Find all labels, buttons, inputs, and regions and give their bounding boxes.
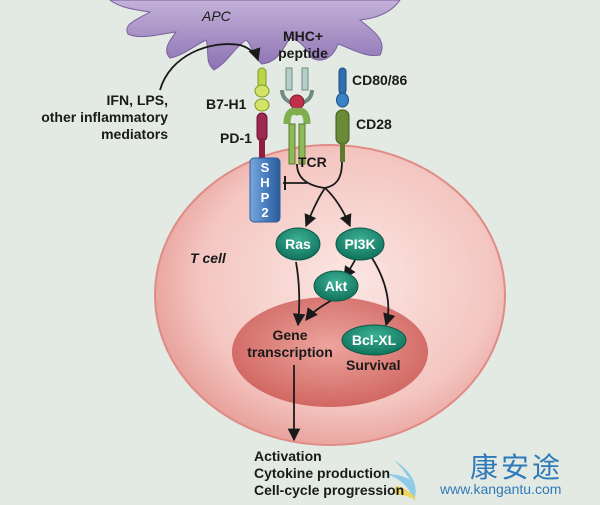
survival-label: Survival bbox=[346, 357, 401, 373]
inflammatory-line2: other inflammatory bbox=[41, 109, 168, 125]
bclxl-node bbox=[341, 324, 407, 356]
akt-node bbox=[313, 270, 359, 302]
apc-cell bbox=[109, 0, 401, 71]
mhc-label-line1: MHC+ bbox=[282, 28, 324, 44]
cd80-86 bbox=[336, 67, 349, 108]
gene-line1: Gene bbox=[272, 327, 308, 343]
gene-line2: transcription bbox=[247, 344, 333, 360]
tcr-signal-line bbox=[296, 163, 326, 189]
cd28-label: CD28 bbox=[356, 116, 392, 132]
watermark-logo-accent bbox=[392, 486, 416, 500]
cd80-86-label: CD80/86 bbox=[352, 72, 408, 88]
nucleus bbox=[232, 297, 428, 407]
watermark-cn: 康安途 bbox=[470, 451, 564, 484]
bclxl-label: Bcl-XL bbox=[351, 332, 397, 348]
mhc-label-line2: peptide bbox=[278, 45, 328, 61]
shp2-box bbox=[249, 157, 281, 223]
arrow-pi3k-to-bclxl bbox=[371, 257, 396, 327]
inflammatory-arrow bbox=[159, 43, 261, 91]
watermark-logo bbox=[386, 460, 416, 500]
arrow-to-ras bbox=[304, 187, 326, 228]
apc-label: APC bbox=[202, 8, 231, 24]
b7h1-label: B7-H1 bbox=[206, 96, 247, 112]
mhc-peptide bbox=[280, 67, 314, 110]
inflammatory-label: IFN, LPS, other inflammatory mediators bbox=[40, 92, 168, 143]
outcome-cytokine: Cytokine production bbox=[254, 465, 391, 481]
tcr-receptor bbox=[283, 107, 311, 165]
shp2-text: SHP 2 bbox=[260, 160, 270, 220]
tcr-label: TCR bbox=[298, 154, 327, 170]
pd1-label: PD-1 bbox=[220, 130, 252, 146]
inflammatory-line1: IFN, LPS, bbox=[106, 92, 168, 108]
akt-label: Akt bbox=[324, 278, 348, 294]
pd1-receptor bbox=[256, 112, 268, 160]
arrow-ras-to-gene bbox=[292, 261, 306, 327]
ras-node bbox=[275, 227, 321, 261]
b7h1-receptor bbox=[254, 67, 270, 112]
outcome-cell-cycle: Cell-cycle progression bbox=[254, 482, 405, 498]
mhc-peptide-label: MHC+ peptide bbox=[268, 28, 338, 62]
inflammatory-line3: mediators bbox=[101, 126, 168, 142]
pi3k-label: PI3K bbox=[344, 236, 376, 252]
pi3k-node bbox=[335, 227, 385, 261]
watermark-url: www.kangantu.com bbox=[440, 481, 562, 497]
shp2-label: SHP 2 bbox=[250, 160, 280, 220]
cd28-receptor bbox=[335, 109, 350, 162]
outcomes-list: Activation Cytokine production Cell-cycl… bbox=[254, 448, 404, 499]
gene-transcription-label: Gene transcription bbox=[240, 327, 340, 361]
arrow-to-pi3k bbox=[324, 187, 352, 228]
cd28-signal-line bbox=[324, 161, 343, 189]
arrow-akt-to-gene bbox=[305, 299, 333, 322]
ras-label: Ras bbox=[285, 236, 311, 252]
t-cell-label: T cell bbox=[190, 250, 226, 266]
outcome-activation: Activation bbox=[254, 448, 322, 464]
